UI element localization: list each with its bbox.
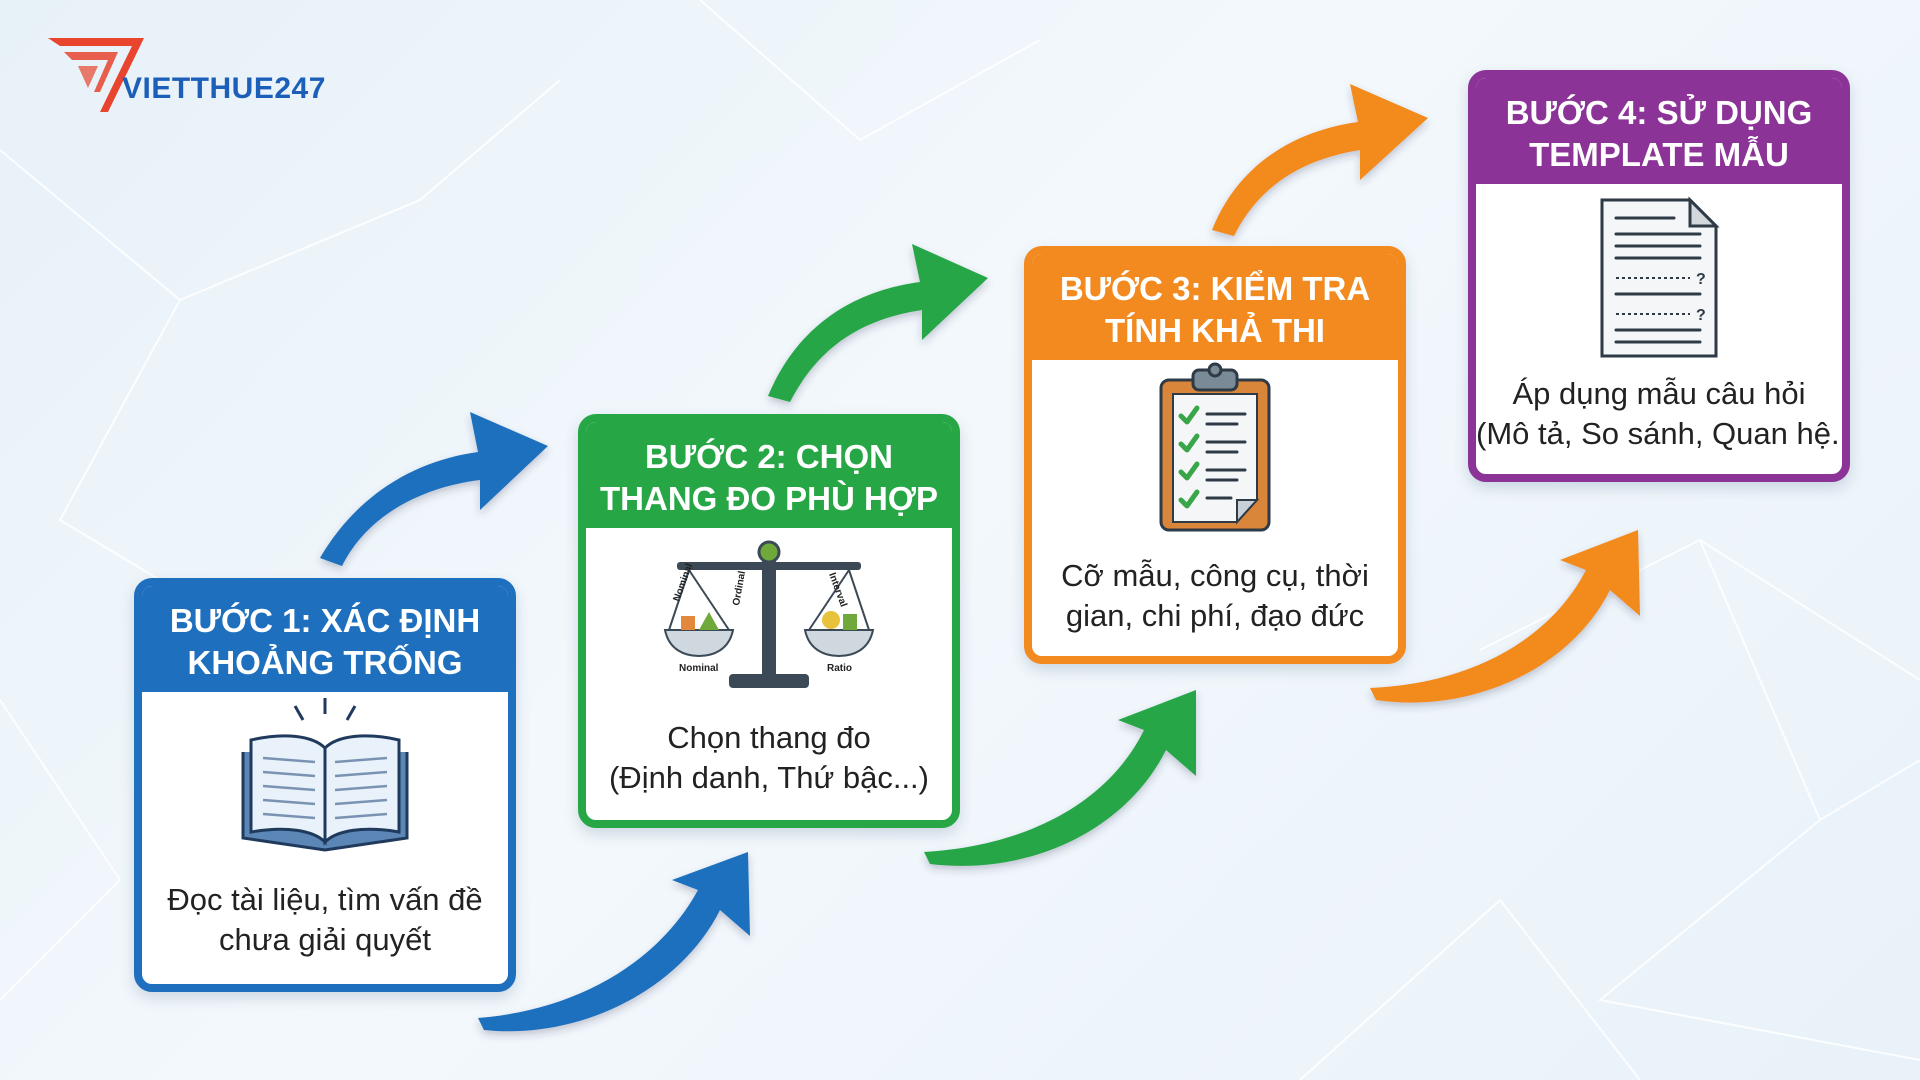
arrow-orange-bottom [1370, 530, 1640, 703]
step-3-card: BƯỚC 3: KIỂM TRA TÍNH KHẢ THI Cỡ mẫu, cô… [1024, 246, 1406, 664]
arrow-blue-top [320, 412, 548, 566]
svg-text:Ratio: Ratio [827, 663, 852, 674]
brand-logo: VIETTHUE247 [48, 32, 368, 122]
arrow-green-top [768, 244, 988, 402]
step-1-title: BƯỚC 1: XÁC ĐỊNH KHOẢNG TRỐNG [142, 586, 508, 692]
svg-text:Ordinal: Ordinal [731, 570, 748, 607]
svg-text:Nominal: Nominal [679, 663, 719, 674]
balance-scale-icon: Nominal Ordinal Interval Nominal Ratio [663, 540, 875, 688]
brand-name: VIETTHUE247 [122, 72, 326, 105]
step-1-description: Đọc tài liệu, tìm vấn đề chưa giải quyết [167, 882, 483, 957]
step-4-description: Áp dụng mẫu câu hỏi (Mô tả, So sánh, Qua… [1476, 376, 1850, 451]
step-2-title: BƯỚC 2: CHỌN THANG ĐO PHÙ HỢP [586, 422, 952, 528]
open-book-icon [241, 698, 409, 852]
step-3-description: Cỡ mẫu, công cụ, thời gian, chi phí, đạo… [1061, 558, 1369, 633]
svg-text:?: ? [1696, 307, 1706, 324]
arrow-green-bottom [924, 690, 1196, 866]
step-4-title: BƯỚC 4: SỬ DỤNG TEMPLATE MẪU [1476, 78, 1842, 184]
arrow-blue-bottom [478, 852, 750, 1032]
svg-text:?: ? [1696, 271, 1706, 288]
step-4-card: BƯỚC 4: SỬ DỤNG TEMPLATE MẪU ? ? Áp dụng… [1468, 70, 1850, 482]
arrow-orange-top [1212, 84, 1428, 236]
svg-text:Nominal: Nominal [671, 562, 695, 603]
step-3-title: BƯỚC 3: KIỂM TRA TÍNH KHẢ THI [1032, 254, 1398, 360]
document-template-icon: ? ? [1600, 196, 1720, 358]
clipboard-checklist-icon [1159, 362, 1271, 532]
step-2-card: BƯỚC 2: CHỌN THANG ĐO PHÙ HỢP Nominal Or… [578, 414, 960, 828]
step-2-description: Chọn thang đo (Định danh, Thứ bậc...) [608, 720, 929, 795]
logo-v-mark-icon [48, 38, 144, 112]
step-1-card: BƯỚC 1: XÁC ĐỊNH KHOẢNG TRỐNG Đọc tài li… [134, 578, 516, 992]
